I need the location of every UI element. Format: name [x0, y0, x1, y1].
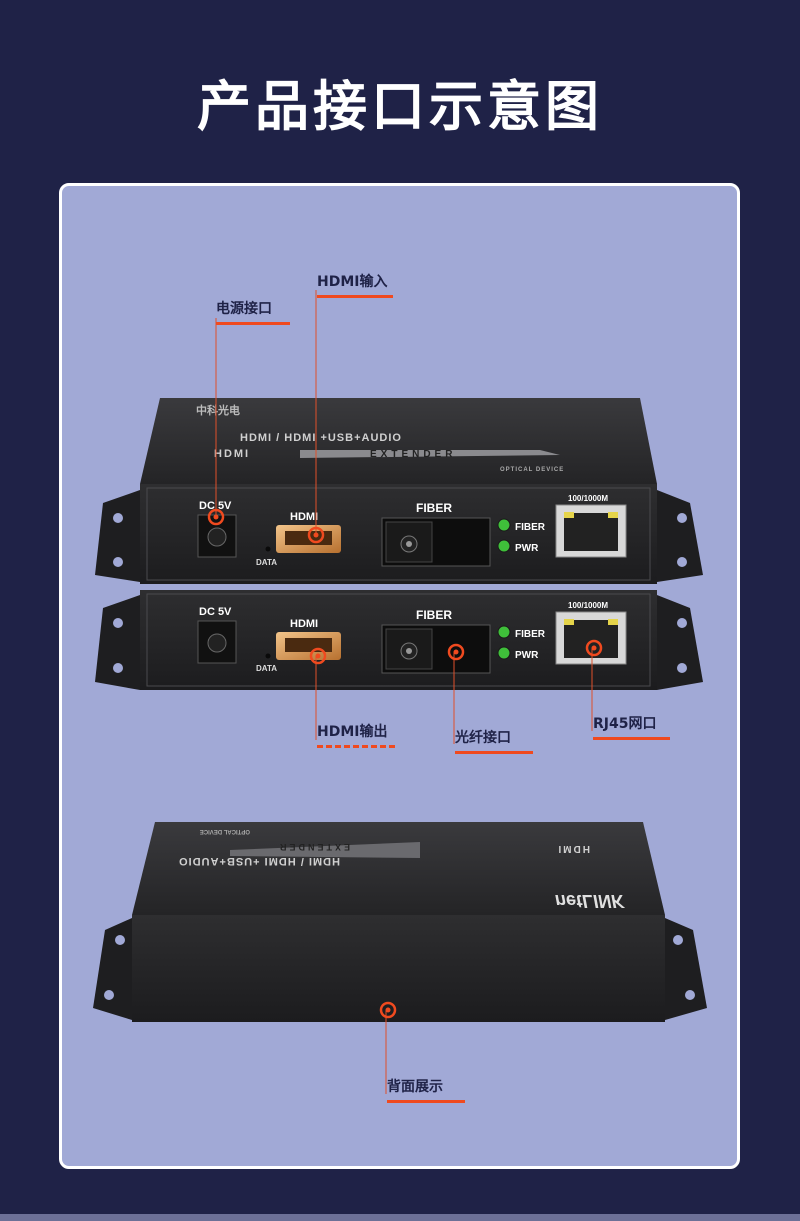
- marker-dot: [309, 647, 327, 665]
- back-top-text: HDMI / HDMI +USB+AUDIO: [178, 855, 340, 867]
- device-back-face: [132, 915, 665, 1022]
- back-extender-text: EXTENDER: [277, 842, 350, 852]
- led-pwr-label: PWR: [515, 543, 539, 554]
- rj45-speed-label: 100/1000M: [568, 601, 608, 610]
- callout-fiber: 光纤接口: [455, 727, 533, 754]
- device-optical-text: OPTICAL DEVICE: [500, 467, 564, 473]
- page-title: 产品接口示意图: [197, 75, 603, 138]
- callout-back: 背面展示: [387, 1076, 465, 1103]
- brand-logo-text: 中科光电: [196, 403, 240, 417]
- ports-top-unit: [197, 504, 627, 567]
- device-back-unit: [93, 822, 707, 1022]
- data-led-hole: [265, 546, 271, 552]
- fiber-label: FIBER: [416, 501, 452, 515]
- data-label: DATA: [256, 664, 277, 673]
- device-extender-text: EXTENDER: [370, 449, 456, 460]
- mount-flange-right: [657, 490, 703, 582]
- dc-label: DC 5V: [199, 606, 232, 618]
- led-fiber-label: FIBER: [515, 522, 546, 533]
- callout-lines: [215, 290, 593, 1094]
- callout-hdmi-out: HDMI输出: [317, 721, 395, 748]
- callout-rj45: RJ45网口: [593, 713, 670, 740]
- hdmi-label: HDMI: [290, 618, 318, 630]
- fiber-led: [497, 518, 511, 532]
- mount-flange-left: [95, 490, 140, 582]
- brand-netlink-text: netLINK: [555, 891, 626, 911]
- back-optical-text: OPTICAL DEVICE: [200, 828, 250, 834]
- pwr-led: [497, 539, 511, 553]
- marker-dot: [207, 508, 225, 526]
- callout-markers: [207, 508, 603, 1019]
- data-label: DATA: [256, 558, 277, 567]
- marker-dot: [447, 643, 465, 661]
- device-top-face: [132, 822, 665, 915]
- device-hdmi-text: HDMI: [214, 448, 250, 460]
- back-hdmi-text: HDMI: [556, 843, 590, 854]
- device-top-text: HDMI / HDMI +USB+AUDIO: [240, 432, 402, 444]
- callout-hdmi-in: HDMI输入: [317, 271, 393, 298]
- device-top-face: [140, 398, 657, 484]
- rj45-speed-label: 100/1000M: [568, 494, 608, 503]
- led-fiber-label: FIBER: [515, 629, 546, 640]
- led-pwr-label: PWR: [515, 650, 539, 661]
- marker-dot: [585, 639, 603, 657]
- marker-dot: [307, 526, 325, 544]
- fiber-label: FIBER: [416, 608, 452, 622]
- callout-power: 电源接口: [216, 298, 290, 325]
- marker-dot: [379, 1001, 397, 1019]
- hdmi-label: HDMI: [290, 511, 318, 523]
- bottom-strip: [0, 1214, 800, 1221]
